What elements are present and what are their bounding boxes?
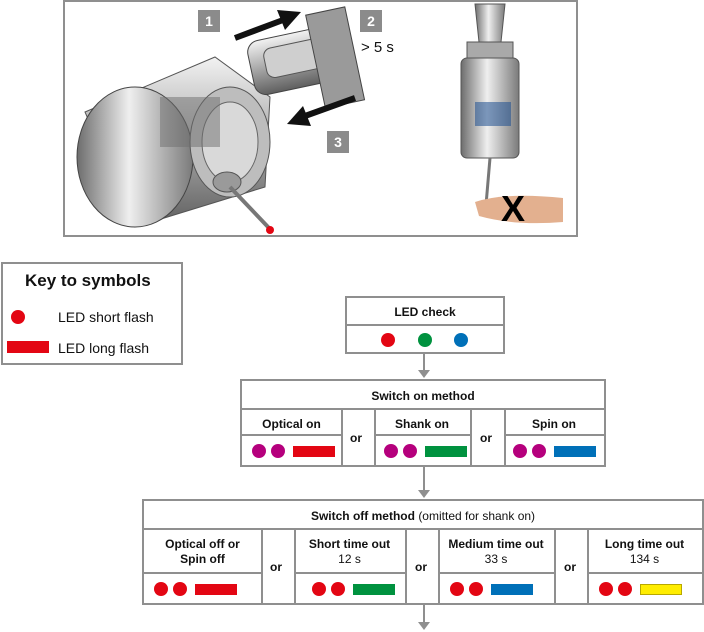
stylus-ball-icon xyxy=(266,226,274,234)
or-label: or xyxy=(564,560,576,574)
probe-body-drawing xyxy=(76,56,274,234)
divider xyxy=(438,572,554,574)
led-check-green-dot xyxy=(418,333,432,347)
short-flash-dot xyxy=(403,444,417,458)
long-timeout-label: Long time out 134 s xyxy=(587,537,702,567)
spin-on-label: Spin on xyxy=(532,417,576,431)
duration-label: > 5 s xyxy=(361,39,394,56)
switch-off-title: Switch off method xyxy=(310,509,415,523)
short-flash-dot xyxy=(312,582,326,596)
no-touch-mark: X xyxy=(501,188,526,229)
divider xyxy=(587,528,589,603)
short-flash-dot xyxy=(513,444,527,458)
short-flash-dot xyxy=(331,582,345,596)
short-timeout-line1: Short time out xyxy=(308,537,391,551)
or-label: or xyxy=(480,431,492,445)
long-flash-bar xyxy=(425,446,467,457)
switch-off-title-row: Switch off method (omitted for shank on) xyxy=(144,509,702,523)
long-flash-symbol xyxy=(7,341,49,353)
optical-off-line1: Optical off or xyxy=(165,537,240,551)
divider xyxy=(294,528,296,603)
probe-illustration xyxy=(76,3,563,234)
optical-off-line2: Spin off xyxy=(180,552,225,566)
led-check-blue-dot xyxy=(454,333,468,347)
short-flash-label: LED short flash xyxy=(58,309,154,325)
flow-arrow-head xyxy=(418,622,430,630)
divider xyxy=(374,408,376,465)
medium-timeout-line2: 33 s xyxy=(484,552,508,566)
finger-drawing xyxy=(475,195,563,224)
led-check-title: LED check xyxy=(394,305,456,319)
led-check-box: LED check xyxy=(345,296,505,354)
switch-on-box: Switch on method Optical on or Shank on … xyxy=(240,379,606,467)
short-flash-dot xyxy=(384,444,398,458)
step-2-badge: 2 xyxy=(360,10,382,32)
long-flash-bar xyxy=(195,584,237,595)
divider xyxy=(374,434,470,436)
switch-off-note: (omitted for shank on) xyxy=(418,509,536,523)
divider xyxy=(144,572,261,574)
divider xyxy=(242,408,604,410)
short-flash-dot xyxy=(252,444,266,458)
led-check-red-dot xyxy=(381,333,395,347)
flow-arrow-head xyxy=(418,370,430,378)
short-flash-symbol xyxy=(11,310,25,324)
refit-arrow xyxy=(287,95,357,126)
switch-off-box: Switch off method (omitted for shank on)… xyxy=(142,499,704,605)
key-to-symbols: Key to symbols LED short flash LED long … xyxy=(1,262,183,365)
short-flash-dot xyxy=(271,444,285,458)
step-1-badge: 1 xyxy=(198,10,220,32)
divider xyxy=(504,434,604,436)
battery-cartridge-drawing xyxy=(247,6,366,109)
divider xyxy=(341,408,343,465)
short-flash-dot xyxy=(450,582,464,596)
short-flash-dot xyxy=(532,444,546,458)
flow-arrow-line xyxy=(423,605,425,623)
divider xyxy=(554,528,556,603)
flow-arrow-head xyxy=(418,490,430,498)
or-label: or xyxy=(350,431,362,445)
insert-arrow xyxy=(233,10,301,41)
switch-on-title: Switch on method xyxy=(371,389,475,403)
optical-on-label: Optical on xyxy=(262,417,321,431)
divider xyxy=(242,434,341,436)
or-label: or xyxy=(415,560,427,574)
shank-probe-drawing xyxy=(460,3,563,224)
short-flash-dot xyxy=(173,582,187,596)
divider xyxy=(470,408,472,465)
short-flash-dot xyxy=(599,582,613,596)
divider xyxy=(144,528,702,530)
flow-arrow-line xyxy=(423,467,425,491)
or-label: or xyxy=(270,560,282,574)
medium-timeout-label: Medium time out 33 s xyxy=(438,537,554,567)
short-timeout-line2: 12 s xyxy=(338,552,361,566)
long-timeout-line2: 134 s xyxy=(629,552,660,566)
divider xyxy=(294,572,405,574)
divider xyxy=(405,528,407,603)
divider xyxy=(438,528,440,603)
divider xyxy=(347,324,503,326)
long-timeout-line1: Long time out xyxy=(604,537,685,551)
long-flash-bar xyxy=(491,584,533,595)
medium-timeout-line1: Medium time out xyxy=(448,537,544,551)
flow-arrow-line xyxy=(423,354,425,371)
long-flash-bar xyxy=(293,446,335,457)
long-flash-bar xyxy=(353,584,395,595)
divider xyxy=(261,528,263,603)
divider xyxy=(587,572,702,574)
step-3-badge: 3 xyxy=(327,131,349,153)
long-flash-label: LED long flash xyxy=(58,340,150,356)
long-flash-bar xyxy=(640,584,682,595)
short-timeout-label: Short time out 12 s xyxy=(294,537,405,567)
short-flash-dot xyxy=(618,582,632,596)
short-flash-dot xyxy=(154,582,168,596)
probe-illustration-panel: 1 2 > 5 s 3 X xyxy=(63,0,578,237)
long-flash-bar xyxy=(554,446,596,457)
optical-off-label: Optical off or Spin off xyxy=(144,537,261,567)
shank-on-label: Shank on xyxy=(394,417,449,431)
divider xyxy=(504,408,506,465)
key-title: Key to symbols xyxy=(25,271,151,290)
short-flash-dot xyxy=(469,582,483,596)
